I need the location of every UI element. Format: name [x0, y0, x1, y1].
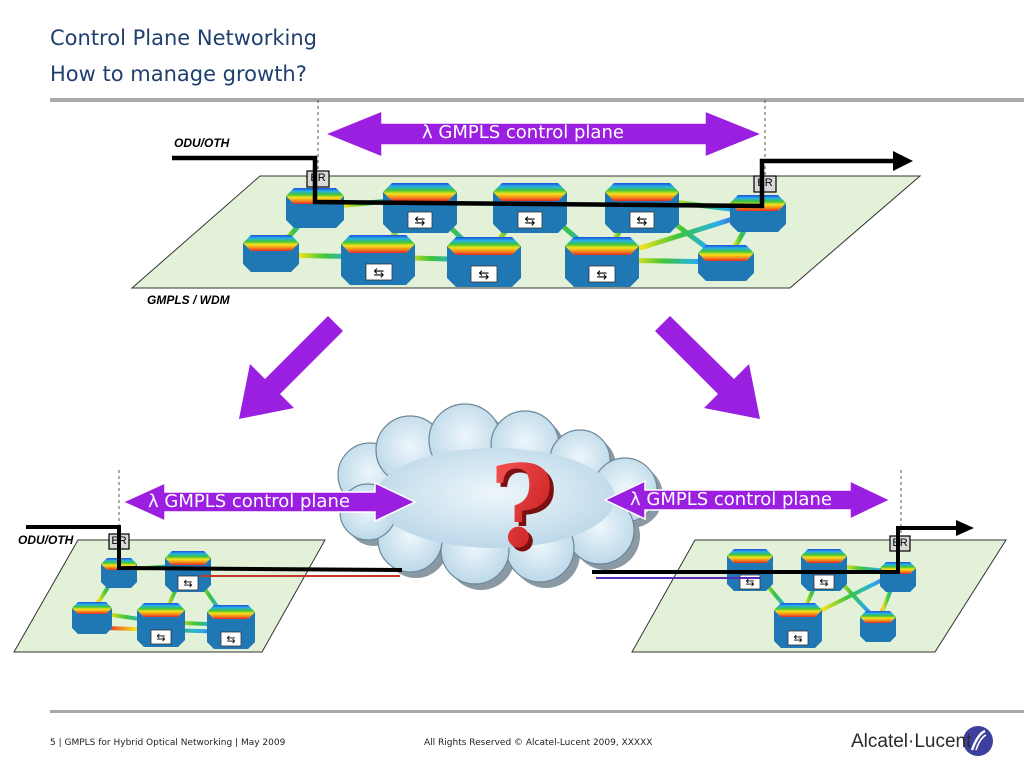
- bottom-right-odu-path: [592, 526, 958, 574]
- bottom-left-odu-oth-label: ODU/OTH: [18, 533, 74, 547]
- top-switch-node-6: ⇆: [565, 237, 639, 287]
- bottom-left-control-plane-arrow: [121, 481, 417, 523]
- top-switch-node-3: ⇆: [605, 183, 679, 233]
- svg-text:⇆: ⇆: [156, 631, 165, 644]
- top-node-corner-right: [698, 245, 754, 281]
- bottom-right-control-plane-arrow: [603, 479, 892, 521]
- top-odu-arrowhead: [893, 151, 913, 171]
- svg-text:⇆: ⇆: [793, 632, 802, 645]
- bottom-right-switch-node-3: ⇆: [774, 603, 822, 648]
- svg-text:⇆: ⇆: [183, 577, 192, 590]
- svg-text:?: ?: [489, 442, 555, 573]
- bottom-left-switch-node-1: ⇆: [165, 551, 211, 592]
- bottom-left-switch-node-3: ⇆: [207, 605, 255, 649]
- top-switch-node-5: ⇆: [447, 237, 521, 287]
- bottom-left-er-label: ER: [111, 535, 127, 547]
- bottom-right-er-label: ER: [892, 537, 908, 549]
- bottom-right-network: ⇆ ⇆ ⇆: [592, 470, 1007, 653]
- gmpls-wdm-label: GMPLS / WDM: [147, 293, 230, 307]
- bottom-left-network: ⇆ ⇆ ⇆: [13, 470, 417, 653]
- footer-copyright: All Rights Reserved © Alcatel-Lucent 200…: [424, 738, 653, 748]
- svg-text:⇆: ⇆: [374, 266, 385, 281]
- brand-wordmark: Alcatel·Lucent: [851, 731, 972, 752]
- footer-slide-info: 5 | GMPLS for Hybrid Optical Networking …: [50, 738, 286, 748]
- svg-text:⇆: ⇆: [597, 268, 608, 283]
- top-switch-node-2: ⇆: [493, 183, 567, 233]
- header-divider: [50, 98, 1024, 102]
- svg-text:⇆: ⇆: [479, 268, 490, 283]
- svg-text:⇆: ⇆: [415, 214, 426, 229]
- bottom-right-node-corner: [860, 611, 896, 642]
- bottom-left-node-corner: [72, 602, 112, 634]
- bottom-left-control-plane-label: λ GMPLS control plane: [148, 491, 350, 512]
- top-er-left-label: ER: [310, 172, 326, 184]
- left-down-arrow: [239, 316, 343, 419]
- bottom-right-odu-arrowhead: [956, 520, 974, 536]
- top-er-box-left: [306, 170, 330, 188]
- top-node-edge-right: [730, 195, 786, 232]
- top-odu-path: [172, 155, 895, 209]
- svg-text:⇆: ⇆: [745, 576, 754, 589]
- svg-text:⇆: ⇆: [525, 214, 536, 229]
- slide-subtitle: How to manage growth?: [50, 62, 307, 86]
- top-switch-node-4: ⇆: [341, 235, 415, 285]
- right-down-arrow: [655, 316, 760, 419]
- bottom-left-odu-path: [26, 525, 403, 572]
- svg-text:?: ?: [493, 446, 559, 577]
- svg-text:⇆: ⇆: [226, 633, 235, 646]
- question-mark-icon: ? ?: [489, 442, 559, 577]
- top-control-plane-arrow: [322, 109, 765, 159]
- top-control-plane-label: λ GMPLS control plane: [422, 122, 624, 143]
- footer-divider: [50, 710, 1024, 713]
- svg-text:⇆: ⇆: [819, 576, 828, 589]
- top-network: ⇆ ⇆ ⇆ ⇆: [130, 100, 922, 289]
- svg-text:⇆: ⇆: [637, 214, 648, 229]
- bottom-left-switch-node-2: ⇆: [137, 603, 185, 647]
- bottom-right-control-plane-label: λ GMPLS control plane: [630, 489, 832, 510]
- top-er-right-label: ER: [757, 177, 773, 189]
- top-er-box-right: [753, 175, 777, 193]
- alcatel-lucent-logo-icon: [963, 726, 993, 756]
- top-odu-oth-label: ODU/OTH: [174, 136, 230, 150]
- slide-title: Control Plane Networking: [50, 26, 318, 50]
- top-node-corner-left: [243, 235, 299, 272]
- top-switch-node-1: ⇆: [383, 183, 457, 233]
